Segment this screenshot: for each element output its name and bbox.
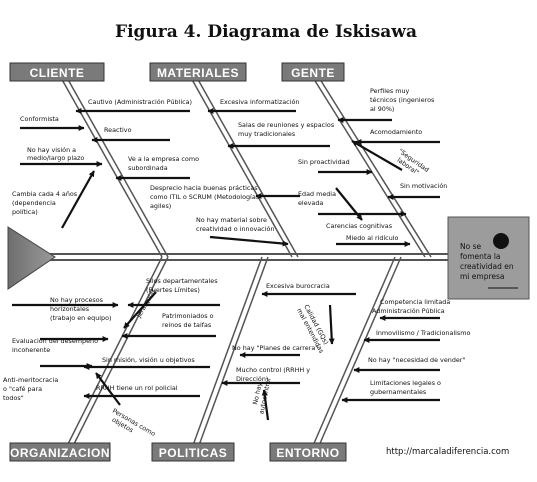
fish-tail xyxy=(7,226,56,290)
cause-conformista: Conformista xyxy=(20,115,59,123)
diagram-title: Figura 4. Diagrama de Iskisawa xyxy=(115,22,417,42)
cause-cambia-2: (dependencia xyxy=(12,199,56,207)
cause-evaluacion-1: Evaluación del desempeño xyxy=(12,337,98,345)
effect-line-4: mi empresa xyxy=(460,272,505,281)
cause-inmovilismo: Inmovilismo / Tradicionalismo xyxy=(376,329,470,337)
cause-desprecio-3: agiles) xyxy=(150,202,171,210)
cause-salas-2: muy tradicionales xyxy=(238,130,296,138)
cause-patrimoniados-1: Patrimoniados o xyxy=(162,312,214,320)
causes-entorno: Competencia limitada Administración Públ… xyxy=(368,298,470,396)
category-entorno: ENTORNO xyxy=(269,442,347,462)
cause-seguridad: "Seguridad laboral" xyxy=(396,147,431,177)
causes-organizacion: No hay procesos horizontales (trabajo en… xyxy=(3,277,218,438)
cause-proactividad: Sin proactividad xyxy=(298,158,350,166)
cause-procesos-1: No hay procesos xyxy=(50,296,104,304)
cause-carencias: Carencias cognitivas xyxy=(326,222,393,230)
cause-desprecio-1: Desprecio hacia buenas prácticas xyxy=(150,184,258,192)
effect-line-2: fomenta la xyxy=(460,252,501,261)
cause-perfiles-1: Perfiles muy xyxy=(370,87,410,95)
cause-cautivo: Cautivo (Administración Pública) xyxy=(88,98,192,106)
category-label: ENTORNO xyxy=(276,446,339,460)
cause-salas-1: Salas de reuniones y espacios xyxy=(238,121,335,129)
category-cliente: CLIENTE xyxy=(9,62,105,82)
cause-edad-2: elevada xyxy=(298,199,323,207)
cause-competencia-1: Competencia limitada xyxy=(380,298,450,306)
cause-silos-1: Silos departamentales xyxy=(146,277,218,285)
source-url: http://marcaladiferencia.com xyxy=(386,447,509,457)
cause-evaluacion-2: incoherente xyxy=(12,346,50,354)
cause-reactivo: Reactivo xyxy=(104,126,132,134)
cause-material-2: creatividad o innovación xyxy=(196,225,274,233)
cause-limitaciones-2: gubernamentales xyxy=(370,388,427,396)
causes-materiales: Excesiva informatización Salas de reunio… xyxy=(150,98,335,233)
cause-control-1: Mucho control (RRHH y xyxy=(236,366,310,374)
category-label: GENTE xyxy=(291,66,335,80)
cause-miedo: Miedo al ridículo xyxy=(346,234,399,242)
cause-procesos-2: horizontales xyxy=(50,305,90,313)
effect-line-1: No se xyxy=(460,242,481,251)
cause-antimeritocracia-3: todos" xyxy=(3,394,24,402)
cause-patrimoniados-2: reinos de taifas xyxy=(162,321,212,329)
cause-motivacion: Sin motivación xyxy=(400,182,447,190)
cause-control-2: Dirección) xyxy=(236,375,268,383)
cause-sinmision: Sin misión, visión u objetivos xyxy=(102,356,195,364)
cause-planes: No hay "Planes de carrera" xyxy=(232,344,318,352)
cause-antimeritocracia-1: Anti-meritocracia xyxy=(3,376,58,384)
category-label: POLITICAS xyxy=(159,446,228,460)
causes-politicas: Excesiva burocracia Calidad (GQs) mal en… xyxy=(232,282,330,415)
cause-desprecio-2: como ITIL o SCRUM (Metodologías xyxy=(150,193,260,201)
cause-subordinada-2: subordinada xyxy=(128,164,168,172)
cause-material-1: No hay material sobre xyxy=(196,216,267,224)
cause-rrhh: RRHH tiene un rol policial xyxy=(96,384,178,392)
main-bones xyxy=(59,75,432,449)
cause-silos-2: (Fuertes Límites) xyxy=(146,286,200,294)
effect-line-3: creatividad en xyxy=(460,262,514,271)
effect-head: No se fomenta la creatividad en mi empre… xyxy=(447,216,530,300)
cause-cambia-3: política) xyxy=(12,208,38,216)
cause-arrows xyxy=(12,108,440,421)
cause-edad-1: Edad media xyxy=(298,190,336,198)
category-organizacion: ORGANIZACION xyxy=(9,442,111,462)
category-label: CLIENTE xyxy=(30,66,85,80)
category-label: ORGANIZACION xyxy=(10,446,110,460)
cause-antimeritocracia-2: o "café para xyxy=(3,385,42,393)
fish-eye xyxy=(493,233,509,249)
category-politicas: POLITICAS xyxy=(151,442,235,462)
causes-cliente: Cautivo (Administración Pública) Conform… xyxy=(12,98,199,216)
cause-competencia-2: Administración Pública xyxy=(372,307,445,315)
cause-limitaciones-1: Limitaciones legales o xyxy=(370,379,441,387)
cause-perfiles-3: al 90%) xyxy=(370,105,394,113)
cause-informatizacion: Excesiva informatización xyxy=(220,98,299,106)
category-gente: GENTE xyxy=(281,62,345,82)
cause-acomodamiento: Acomodamiento xyxy=(370,128,422,136)
cause-procesos-3: (trabajo en equipo) xyxy=(50,314,112,322)
cause-subordinada-1: Ve a la empresa como xyxy=(128,155,199,163)
cause-cambia-1: Cambia cada 4 años xyxy=(12,190,78,198)
cause-perfiles-2: técnicos (ingenieros xyxy=(370,96,435,104)
category-label: MATERIALES xyxy=(157,66,239,80)
main-spine xyxy=(50,253,448,261)
cause-personas: Personas como objetos xyxy=(110,407,156,438)
cause-vision-1: No hay visión a xyxy=(27,146,76,154)
category-materiales: MATERIALES xyxy=(149,62,247,82)
cause-vender: No hay "necesidad de vender" xyxy=(368,356,465,364)
cause-vision-2: medio/largo plazo xyxy=(27,154,84,162)
cause-burocracia: Excesiva burocracia xyxy=(266,282,330,290)
